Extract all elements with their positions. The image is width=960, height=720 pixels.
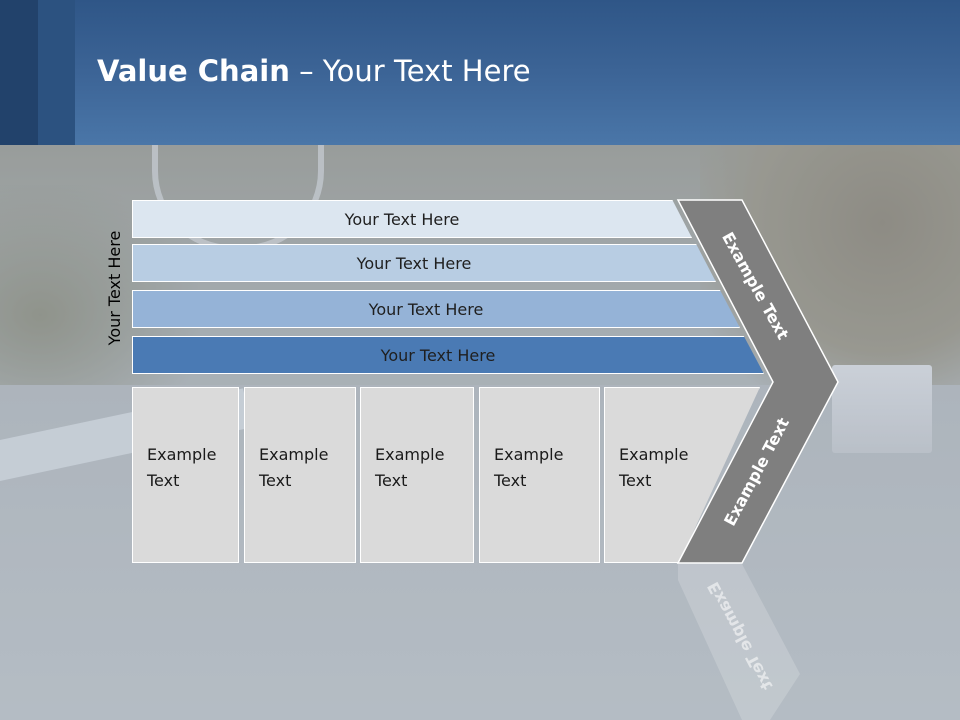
title-banner: Value Chain – Your Text Here xyxy=(0,0,960,145)
slide-title-bold: Value Chain xyxy=(97,54,290,88)
background-truck xyxy=(832,365,932,453)
activity-box-4[interactable]: Example Text xyxy=(479,387,600,563)
activity-box-1[interactable]: Example Text xyxy=(132,387,239,563)
activity-box-5-line1: Example xyxy=(619,445,689,464)
activity-box-2-line1: Example xyxy=(259,445,329,464)
activity-box-1-line1: Example xyxy=(147,445,217,464)
value-bar-3[interactable]: Your Text Here xyxy=(132,290,740,328)
activity-box-3-line1: Example xyxy=(375,445,445,464)
activity-box-1-line2: Text xyxy=(147,471,180,490)
value-bar-4[interactable]: Your Text Here xyxy=(132,336,764,374)
activity-box-5-line2: Text xyxy=(619,471,652,490)
value-bar-3-label: Your Text Here xyxy=(368,299,484,319)
slide-title-rest: – Your Text Here xyxy=(289,54,531,88)
activity-box-4-line2: Text xyxy=(494,471,527,490)
activity-box-3[interactable]: Example Text xyxy=(360,387,474,563)
value-bar-1-label: Your Text Here xyxy=(344,209,460,229)
activity-box-2[interactable]: Example Text xyxy=(244,387,356,563)
slide-title[interactable]: Value Chain – Your Text Here xyxy=(97,54,531,88)
banner-accent xyxy=(38,0,75,145)
boxes-reflection: Example Text Example Text Example Text E… xyxy=(0,563,960,720)
activity-box-2-line2: Text xyxy=(259,471,292,490)
value-bar-2[interactable]: Your Text Here xyxy=(132,244,716,282)
vertical-axis-label[interactable]: Your Text Here xyxy=(105,230,124,346)
activity-box-3-line2: Text xyxy=(375,471,408,490)
value-bar-2-label: Your Text Here xyxy=(356,253,472,273)
activity-box-4-line1: Example xyxy=(494,445,564,464)
value-bar-4-label: Your Text Here xyxy=(380,345,496,365)
banner-accent-dark xyxy=(0,0,38,145)
value-bar-1[interactable]: Your Text Here xyxy=(132,200,692,238)
